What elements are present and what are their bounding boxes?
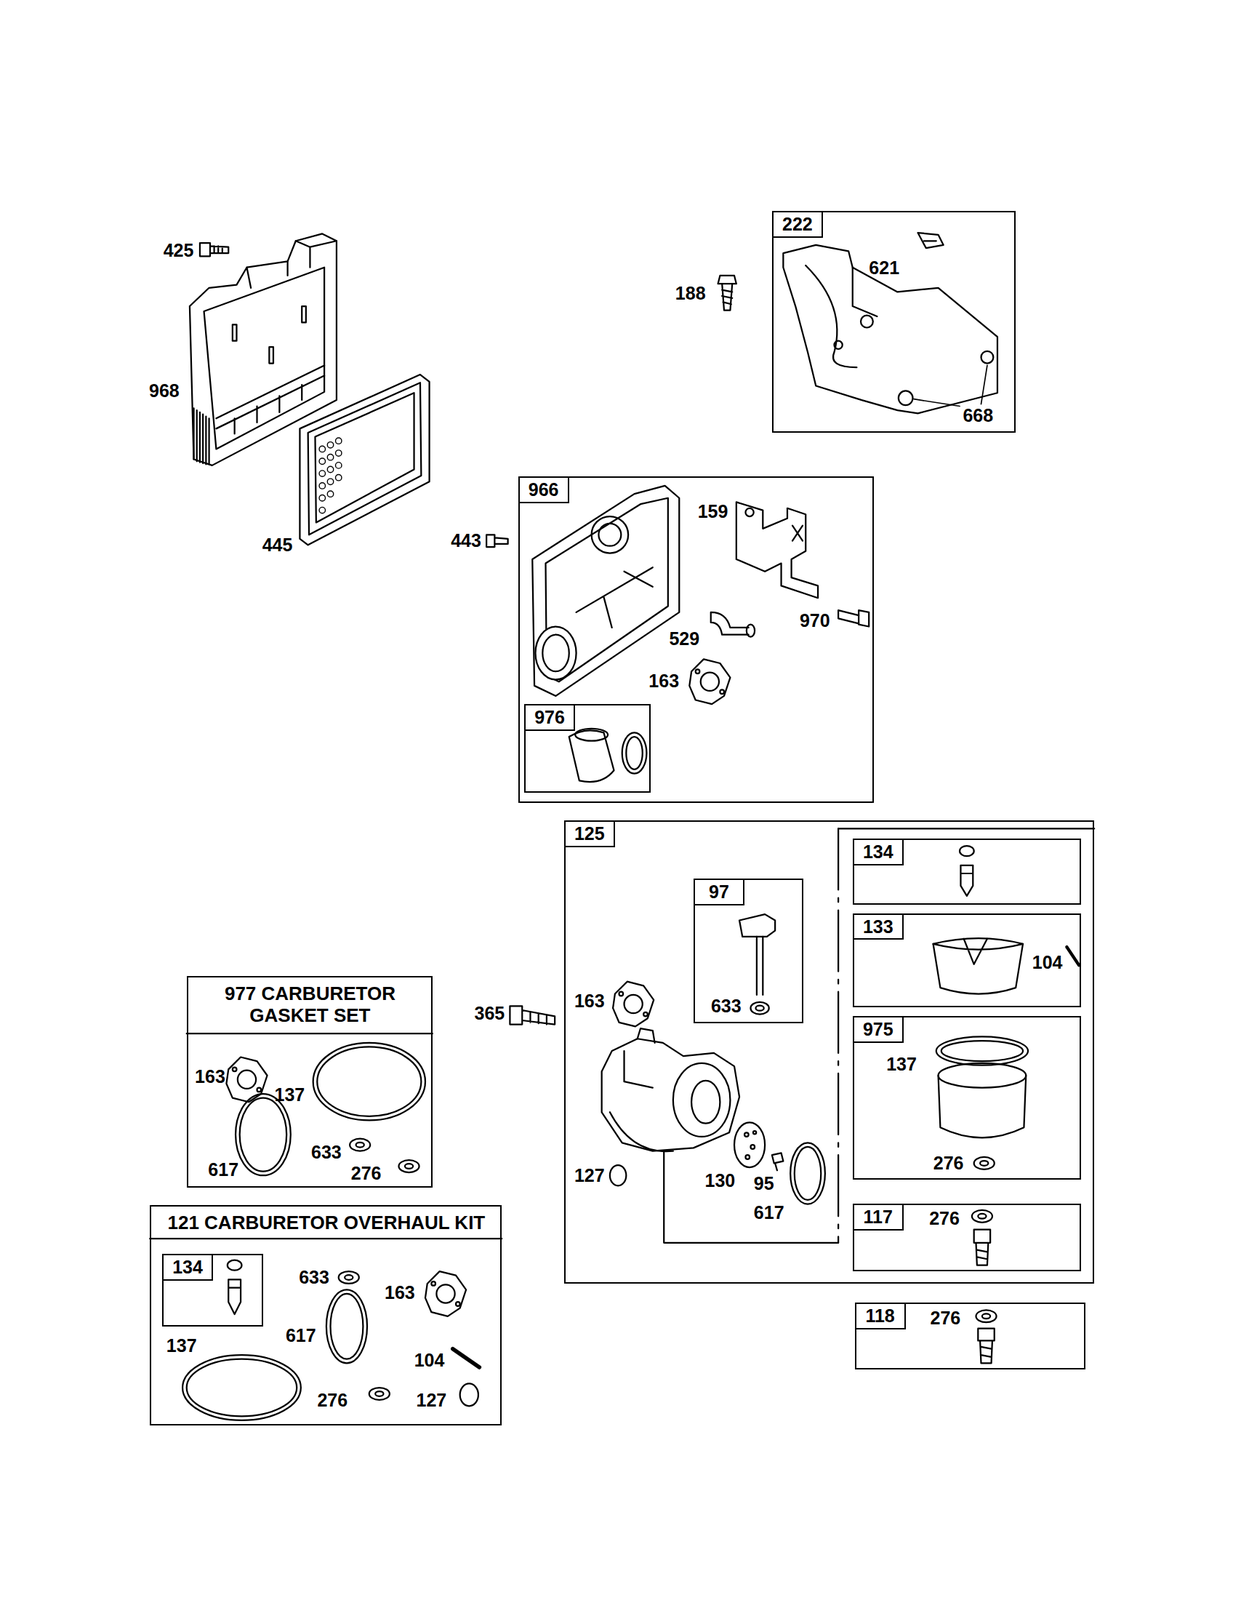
callout-number: 137	[166, 1334, 198, 1356]
callout-number: 970	[799, 609, 831, 632]
callout-number: 529	[668, 628, 700, 650]
group-number: 222	[773, 212, 823, 238]
part-group-box: 117 276	[852, 1203, 1082, 1271]
kit-title: 121 CARBURETOR OVERHAUL KIT	[154, 1211, 498, 1234]
group-number: 975	[854, 1017, 904, 1043]
part-group-box: 134	[162, 1253, 264, 1327]
callout-number: 95	[753, 1172, 775, 1194]
callout-number: 633	[711, 995, 742, 1017]
group-number: 976	[525, 705, 576, 731]
callout-number: 104	[1032, 950, 1063, 973]
callout-number: 365	[474, 1002, 505, 1024]
callout-number: 276	[929, 1207, 960, 1229]
part-group-box: 97 633	[693, 878, 805, 1023]
callout-number: 137	[886, 1053, 917, 1075]
callout-number: 276	[933, 1152, 965, 1174]
part-group-box: 976	[524, 703, 651, 793]
callout-number: 130	[705, 1169, 736, 1191]
part-group-box: 118 276	[854, 1302, 1086, 1369]
callout-number: 127	[574, 1164, 605, 1186]
callout-number: 127	[416, 1388, 448, 1410]
part-group-box: 977 CARBURETOR GASKET SET 163 137 617 633 276	[186, 975, 433, 1187]
part-group-box: 134	[852, 838, 1082, 905]
part-group-box: 222 621 668	[772, 210, 1016, 432]
group-number: 134	[163, 1254, 214, 1281]
callout-number: 617	[285, 1324, 317, 1346]
callout-number: 276	[316, 1388, 348, 1410]
kit-title: 977 CARBURETOR GASKET SET	[192, 982, 428, 1027]
part-group-box: 125 163 127 130 95 617 97 633 134 133 104 975 137 276…	[564, 820, 1095, 1284]
callout-number: 137	[274, 1083, 306, 1106]
callout-number: 163	[574, 990, 605, 1012]
group-number: 125	[565, 821, 616, 847]
group-number: 133	[854, 914, 904, 941]
callout-number: 617	[207, 1158, 239, 1180]
group-number: 134	[854, 839, 904, 866]
part-group-box: 133 104	[852, 913, 1082, 1007]
callout-number: 104	[414, 1349, 445, 1371]
group-number: 117	[854, 1204, 904, 1231]
callout-number: 621	[868, 256, 900, 278]
callout-number: 276	[930, 1307, 962, 1329]
callout-number: 163	[384, 1281, 416, 1303]
callout-number: 633	[311, 1140, 342, 1162]
callout-number: 617	[753, 1201, 785, 1223]
group-number: 118	[856, 1303, 906, 1329]
callout-number: 163	[648, 669, 680, 691]
part-group-box: 966 159 529 970 163 976	[518, 476, 875, 803]
callout-number: 633	[298, 1266, 330, 1288]
callout-number: 425	[163, 239, 195, 261]
part-group-box: 121 CARBURETOR OVERHAUL KIT 633 163 617 137 1…	[149, 1204, 502, 1425]
group-number: 97	[695, 879, 745, 906]
callout-number: 668	[962, 404, 994, 427]
callout-number: 443	[450, 529, 482, 552]
part-group-box: 975 137 276	[852, 1015, 1082, 1179]
callout-number: 445	[262, 534, 293, 556]
callout-number: 188	[675, 282, 706, 304]
group-number: 966	[519, 477, 570, 504]
callout-number: 968	[149, 380, 180, 402]
callout-number: 276	[351, 1162, 382, 1184]
callout-number: 163	[194, 1065, 226, 1087]
callout-number: 159	[697, 500, 729, 522]
